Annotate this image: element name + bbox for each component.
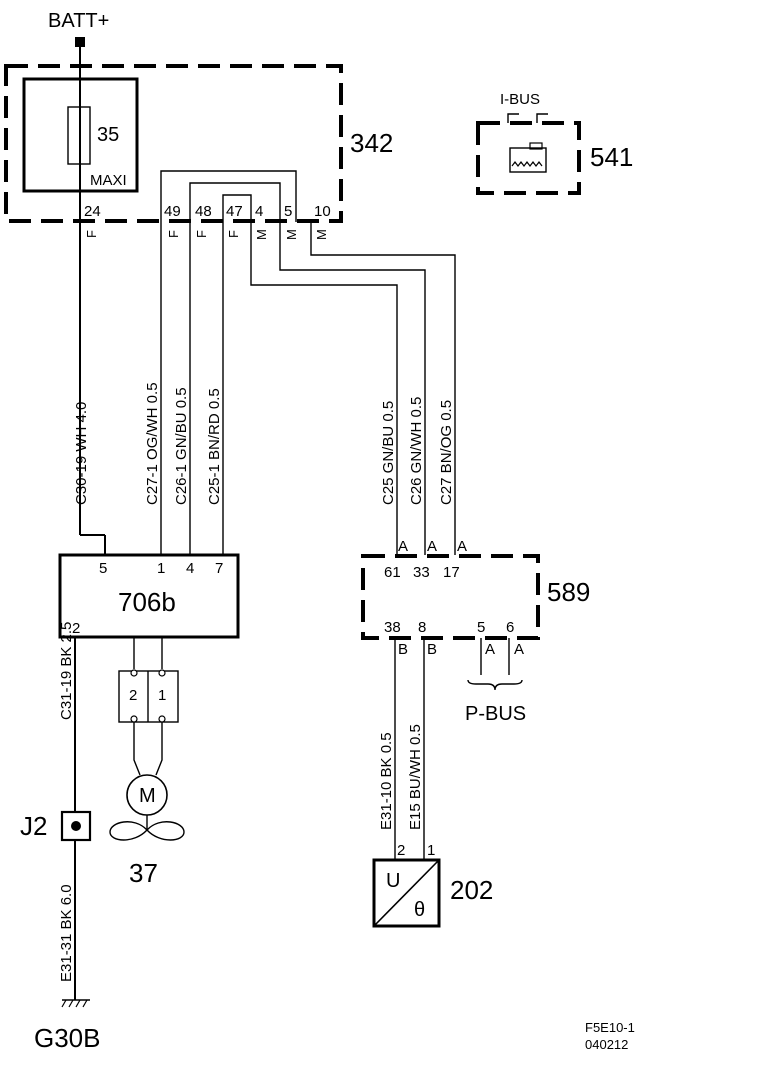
motor-37-label: 37 (129, 858, 158, 888)
connector-pin-top-1 (158, 669, 166, 677)
internal-loop-47-4 (222, 194, 252, 222)
pin-589-17: 17 (443, 564, 460, 581)
wire-label-c30-19: C30-19 WH 4.0 (73, 402, 90, 505)
p-bus-label: P-BUS (465, 703, 526, 725)
pin-342-49: 49 (164, 203, 181, 220)
pin-type-589-38: B (398, 641, 408, 658)
pin-706b-7: 7 (215, 560, 223, 577)
pin-589-38: 38 (384, 619, 401, 636)
module-706b-label: 706b (118, 587, 176, 617)
wire-label-e31-31: E31-31 BK 6.0 (58, 884, 75, 982)
i-bus-connector-left (507, 113, 519, 123)
pin-type-10: M (314, 229, 329, 240)
footer-code: F5E10-1 (585, 1020, 635, 1035)
sensor-202-theta: θ (414, 899, 425, 921)
pin-type-4: M (254, 229, 269, 240)
pin-706b-1: 1 (157, 560, 165, 577)
wire-c26 (279, 222, 426, 555)
pin-type-589-8: B (427, 641, 437, 658)
p-bus-brace (467, 679, 523, 691)
module-706b-box (58, 553, 240, 639)
batt-terminal (75, 37, 85, 47)
wire-label-c25-1: C25-1 BN/RD 0.5 (206, 388, 223, 505)
batt-label: BATT+ (48, 10, 109, 32)
wire-label-c27-1: C27-1 OG/WH 0.5 (144, 382, 161, 505)
pin-342-24: 24 (84, 203, 101, 220)
pin-589-61: 61 (384, 564, 401, 581)
pin-type-589-33: A (427, 538, 437, 555)
connector-pin-top-2 (130, 669, 138, 677)
pin-type-48: F (194, 230, 209, 238)
pin-202-1: 1 (427, 842, 435, 859)
pin-706b-5: 5 (99, 560, 107, 577)
ground-g30b-label: G30B (34, 1023, 101, 1053)
wire-c25 (250, 222, 398, 555)
wire-motor-left (133, 722, 141, 776)
fan-icon (109, 815, 185, 841)
wire-c27 (310, 222, 456, 555)
pin-706b-4: 4 (186, 560, 194, 577)
i-bus-connector-right (536, 113, 548, 123)
pin-type-589-61: A (398, 538, 408, 555)
pin-202-2: 2 (397, 842, 405, 859)
pin-706b-2: 2 (72, 620, 80, 637)
module-541-icon (509, 142, 547, 173)
wire-label-e15: E15 BU/WH 0.5 (407, 724, 424, 830)
pin-589-5: 5 (477, 619, 485, 636)
connector-label-2: 2 (129, 687, 137, 704)
pin-342-4: 4 (255, 203, 263, 220)
connector-pin-bottom-2 (130, 715, 138, 723)
connector-label-1: 1 (158, 687, 166, 704)
pin-type-24: F (84, 230, 99, 238)
pin-342-48: 48 (195, 203, 212, 220)
wire-label-c25: C25 GN/BU 0.5 (380, 401, 397, 505)
pin-589-33: 33 (413, 564, 430, 581)
footer-date: 040212 (585, 1037, 628, 1052)
pin-342-5: 5 (284, 203, 292, 220)
sensor-202-box (372, 858, 441, 928)
sensor-202-label: 202 (450, 875, 493, 905)
wire-label-c27: C27 BN/OG 0.5 (438, 400, 455, 505)
fuse-number: 35 (97, 124, 119, 146)
pin-type-49: F (166, 230, 181, 238)
wire-label-c26: C26 GN/WH 0.5 (408, 397, 425, 505)
motor-37-symbol-label: M (139, 785, 156, 807)
pin-type-5: M (284, 229, 299, 240)
pin-type-589-5: A (485, 641, 495, 658)
connector-pin-bottom-1 (158, 715, 166, 723)
pin-type-589-17: A (457, 538, 467, 555)
wire-label-c31-19: C31-19 BK 2.5 (58, 622, 75, 720)
module-541-box (476, 121, 581, 195)
i-bus-label: I-BUS (500, 91, 540, 108)
wire-label-e31-10: E31-10 BK 0.5 (378, 732, 395, 830)
module-541-label: 541 (590, 142, 633, 172)
module-342-label: 342 (350, 128, 393, 158)
fuse-type: MAXI (90, 172, 127, 189)
pin-342-47: 47 (226, 203, 243, 220)
junction-j2-label: J2 (20, 811, 47, 841)
pin-342-10: 10 (314, 203, 331, 220)
wire-label-c26-1: C26-1 GN/BU 0.5 (173, 387, 190, 505)
pin-589-8: 8 (418, 619, 426, 636)
internal-loop-49-5 (160, 170, 297, 222)
sensor-202-u: U (386, 870, 400, 892)
internal-loop-48-4 (189, 182, 281, 222)
pin-type-47: F (226, 230, 241, 238)
pin-type-589-6: A (514, 641, 524, 658)
junction-j2-dot (71, 821, 81, 831)
sensor-202-diagonal (373, 859, 440, 927)
ground-symbol (61, 999, 90, 1008)
wire-motor-right (155, 722, 163, 776)
module-589-label: 589 (547, 577, 590, 607)
module-342-box (4, 64, 343, 223)
pin-589-6: 6 (506, 619, 514, 636)
